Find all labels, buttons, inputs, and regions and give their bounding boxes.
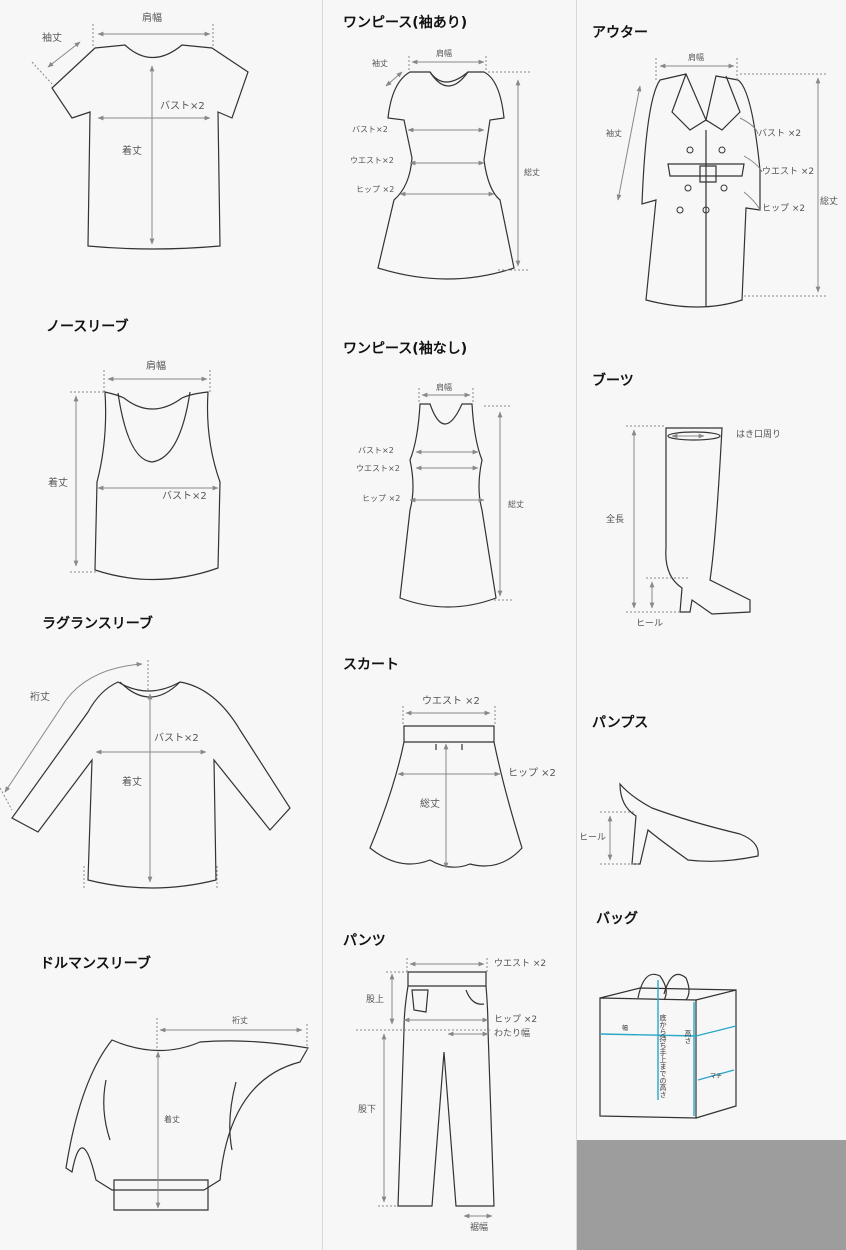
bag-gusset-label: マチ: [710, 1073, 723, 1080]
tshirt-shoulder-label: 肩幅: [142, 13, 162, 24]
sleeveless-title: ノースリーブ: [46, 319, 129, 335]
boots-heel-label: ヒール: [636, 619, 664, 629]
pants-drawing: [397, 971, 495, 1207]
tshirt-drawing: [51, 44, 249, 250]
pumps-measure-lines: [600, 811, 640, 865]
pants-title: パンツ: [343, 933, 386, 949]
sleeveless-shoulder-label: 肩幅: [146, 361, 166, 372]
boots-opening-label: はき口周り: [736, 430, 782, 440]
raglan-length-label: 着丈: [122, 777, 142, 788]
onepiece-sleeveless-hip-label: ヒップ ×2: [362, 494, 401, 503]
column-divider-1: [322, 0, 323, 1250]
column-1: 肩幅 袖丈 バスト×2 着丈 ノースリーブ 肩幅 着丈 バスト×2 ラグランスリ…: [0, 0, 322, 1250]
pumps-heel-label: ヒール: [579, 833, 607, 843]
skirt-total-label: 総丈: [420, 799, 440, 810]
tshirt-length-label: 着丈: [122, 146, 142, 157]
outer-sleeve-label: 袖丈: [606, 129, 622, 138]
outer-buttons: [676, 146, 728, 214]
onepiece-sleeved-measure-lines: [385, 56, 530, 271]
gray-footer-block: [577, 1140, 846, 1250]
dolman-length-label: 着丈: [164, 1115, 180, 1124]
outer-measure-lines: [616, 58, 828, 297]
onepiece-sleeveless-bust-label: バスト×2: [358, 446, 394, 455]
tshirt-measure-lines: [31, 24, 214, 245]
bag-handle-height-label: 底から持ち手上までの高さ: [659, 1014, 667, 1098]
raglan-measure-lines: [0, 660, 218, 890]
onepiece-sleeved-waist-label: ウエスト×2: [350, 156, 394, 165]
outer-bust-label: バスト ×2: [758, 129, 802, 139]
boots-title: ブーツ: [592, 373, 634, 389]
onepiece-sleeveless-measure-lines: [409, 388, 512, 601]
skirt-waist-label: ウエスト ×2: [422, 696, 480, 707]
onepiece-sleeved-drawing: [377, 71, 515, 280]
onepiece-sleeveless-title: ワンピース(袖なし): [343, 341, 468, 357]
onepiece-sleeveless-total-label: 総丈: [508, 500, 524, 509]
outer-title: アウター: [592, 25, 648, 41]
dolman-title: ドルマンスリーブ: [40, 956, 151, 972]
skirt-title: スカート: [343, 657, 399, 673]
skirt-hip-label: ヒップ ×2: [508, 768, 556, 779]
skirt-measure-lines: [397, 706, 501, 869]
outer-drawing: [641, 73, 761, 308]
sleeveless-length-label: 着丈: [48, 478, 68, 489]
onepiece-sleeved-sleeve-label: 袖丈: [372, 59, 388, 68]
outer-hip-label: ヒップ ×2: [762, 204, 806, 214]
pumps-title: パンプス: [592, 715, 649, 731]
dolman-measure-lines: [155, 1018, 308, 1209]
onepiece-sleeved-hip-label: ヒップ ×2: [356, 185, 395, 194]
raglan-bust-label: バスト×2: [154, 733, 199, 744]
outer-shoulder-label: 肩幅: [688, 53, 704, 62]
pants-thigh-label: わたり幅: [494, 1029, 531, 1039]
raglan-title: ラグランスリーブ: [42, 616, 153, 632]
sleeveless-measure-lines: [70, 370, 219, 573]
onepiece-sleeveless-drawing: [399, 403, 497, 608]
pants-waist-label: ウエスト ×2: [494, 959, 547, 969]
boots-full-label: 全長: [606, 515, 625, 525]
pants-measure-lines: [356, 958, 493, 1219]
outer-waist-label: ウエスト ×2: [762, 167, 815, 177]
column-divider-2: [576, 0, 577, 1250]
pants-rise-label: 股上: [366, 995, 385, 1005]
bag-height-label: 高さ: [684, 1030, 692, 1044]
boots-measure-lines: [626, 425, 705, 613]
dolman-yuki-label: 裄丈: [232, 1016, 248, 1025]
onepiece-sleeveless-shoulder-label: 肩幅: [436, 383, 452, 392]
bag-measure-lines: [599, 980, 737, 1116]
onepiece-sleeved-shoulder-label: 肩幅: [436, 49, 452, 58]
sleeveless-drawing: [94, 391, 221, 581]
bag-title: バッグ: [596, 911, 638, 927]
bag-width-label: 幅: [622, 1025, 629, 1032]
dolman-drawing: [65, 1039, 309, 1211]
pants-inseam-label: 股下: [358, 1105, 377, 1115]
onepiece-sleeved-title: ワンピース(袖あり): [343, 15, 468, 31]
outer-total-label: 総丈: [820, 197, 839, 207]
pants-hip-label: ヒップ ×2: [494, 1015, 538, 1025]
pants-hem-label: 裾幅: [470, 1223, 489, 1233]
tshirt-sleeve-label: 袖丈: [42, 33, 62, 44]
tshirt-bust-label: バスト×2: [160, 101, 205, 112]
pumps-drawing: [619, 782, 759, 865]
raglan-yuki-label: 裄丈: [30, 692, 50, 703]
onepiece-sleeveless-waist-label: ウエスト×2: [356, 464, 400, 473]
sleeveless-bust-label: バスト×2: [162, 491, 207, 502]
onepiece-sleeved-bust-label: バスト×2: [352, 125, 388, 134]
boots-drawing: [665, 427, 751, 615]
onepiece-sleeved-total-label: 総丈: [524, 168, 540, 177]
bag-drawing: [599, 973, 737, 1119]
